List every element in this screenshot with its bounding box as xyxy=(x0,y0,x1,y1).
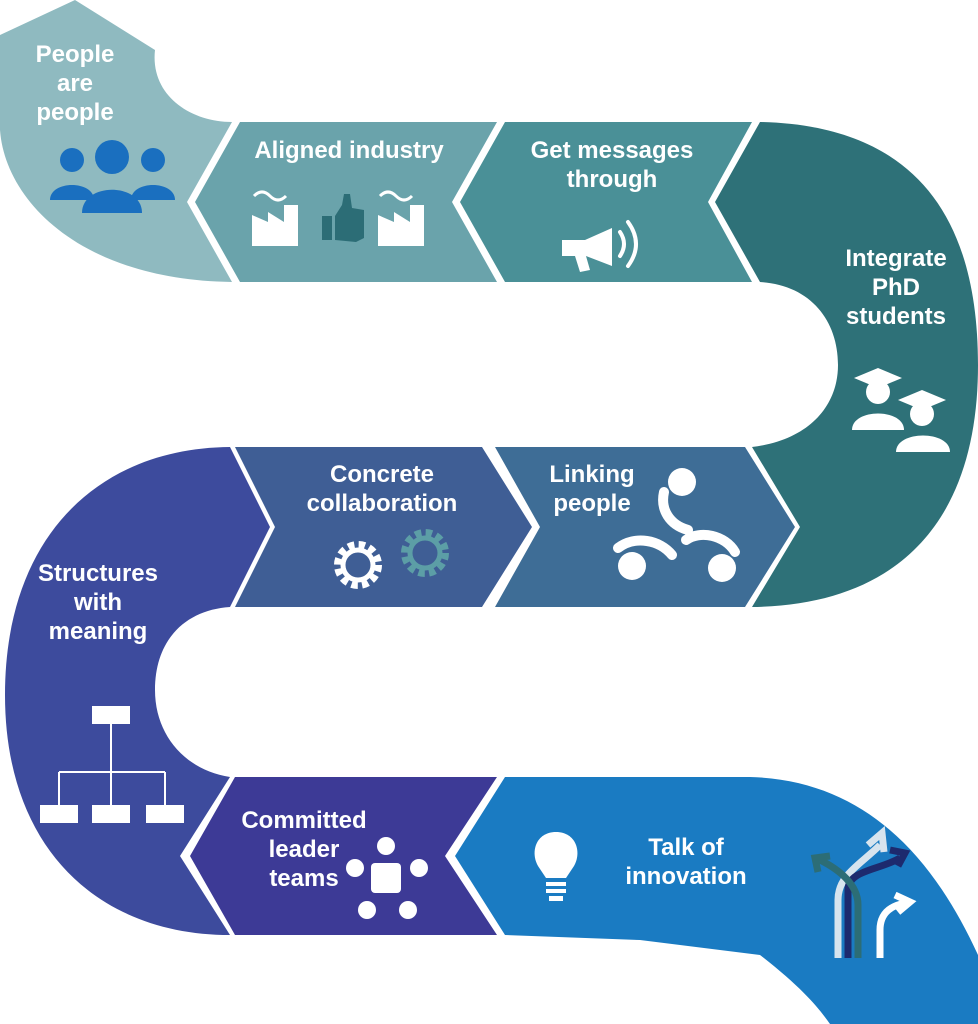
label-line: Linking xyxy=(549,461,634,488)
label-line: People xyxy=(36,41,115,68)
label-line: Integrate xyxy=(845,245,946,272)
group-icon xyxy=(50,140,175,213)
segment-committed-leader-teams xyxy=(190,777,497,935)
segment-get-messages-through xyxy=(460,122,752,282)
factory-thumbs-up-icon xyxy=(252,190,424,246)
label-line: innovation xyxy=(625,863,746,890)
segment-talk-of-innovation xyxy=(455,777,978,1024)
label-talk-of-innovation: Talk of innovation xyxy=(625,834,746,890)
label-aligned-industry: Aligned industry xyxy=(254,137,444,164)
label-line: people xyxy=(553,490,630,517)
label-line: through xyxy=(567,166,658,193)
label-line: are xyxy=(57,70,93,97)
megaphone-icon xyxy=(562,220,638,272)
label-get-messages-through: Get messages through xyxy=(531,137,694,193)
label-concrete-collaboration: Concrete collaboration xyxy=(307,461,458,517)
label-line: leader xyxy=(269,836,340,863)
label-people-are-people: People are people xyxy=(36,41,115,126)
label-line: Talk of xyxy=(648,834,725,861)
label-line: Concrete xyxy=(330,461,434,488)
label-line: collaboration xyxy=(307,490,458,517)
label-line: meaning xyxy=(49,618,148,645)
label-line: teams xyxy=(269,865,338,892)
segment-linking-people xyxy=(495,447,795,607)
org-chart-icon xyxy=(40,706,184,823)
label-line: Get messages xyxy=(531,137,694,164)
gears-icon xyxy=(334,529,449,589)
label-committed-leader-teams: Committed leader teams xyxy=(241,807,366,892)
label-linking-people: Linking people xyxy=(549,461,634,517)
team-puzzle-icon xyxy=(346,837,428,919)
label-line: Aligned industry xyxy=(254,137,444,164)
label-line: Committed xyxy=(241,807,366,834)
segment-concrete-collaboration xyxy=(235,447,532,607)
segment-integrate-phd-students xyxy=(715,122,978,607)
lightbulb-arrows-icon xyxy=(534,826,917,958)
label-line: PhD xyxy=(872,274,920,301)
label-line: with xyxy=(73,589,122,616)
label-line: students xyxy=(846,303,946,330)
graduate-icon xyxy=(852,368,950,452)
label-line: people xyxy=(36,99,113,126)
label-structures-with-meaning: Structures with meaning xyxy=(38,560,158,645)
linked-people-icon xyxy=(613,468,740,582)
label-line: Structures xyxy=(38,560,158,587)
label-integrate-phd-students: Integrate PhD students xyxy=(845,245,946,330)
